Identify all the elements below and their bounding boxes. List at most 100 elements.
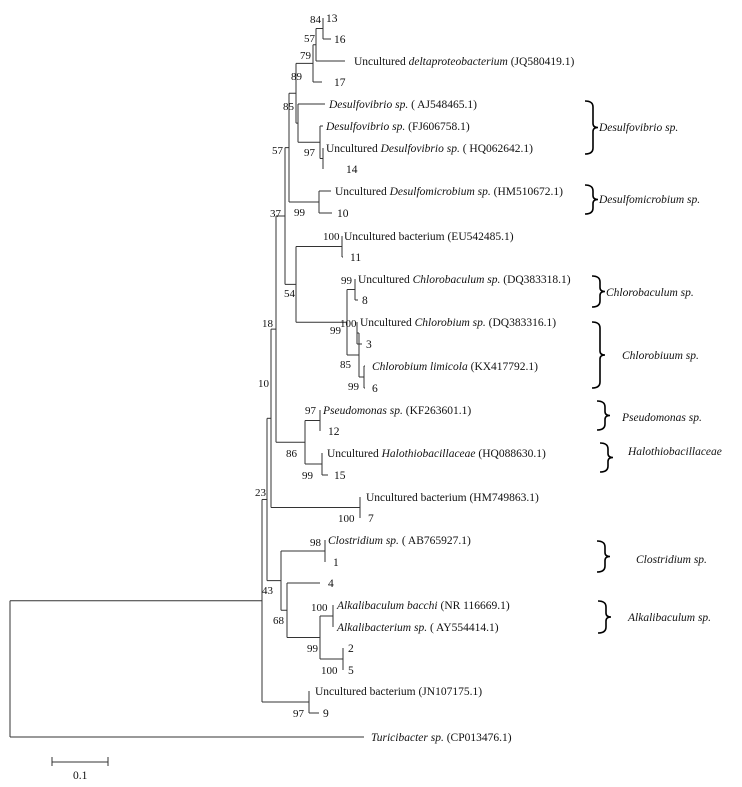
leaf-label-segment: (CP013476.1) [444, 732, 512, 744]
leaf-label-segment: Uncultured [360, 317, 415, 329]
leaf-label-segment: 13 [326, 13, 338, 25]
clade-label: Chlorobiuum sp. [622, 350, 699, 362]
leaf-label-segment: 11 [350, 252, 361, 264]
leaf-label: Alkalibacterium sp. ( AY554414.1) [336, 622, 499, 634]
leaf-label: 4 [328, 578, 334, 590]
leaf-label-segment: Desulfovibrio sp. [325, 121, 405, 133]
bootstrap-value: 89 [291, 71, 303, 83]
leaf-label-segment: 17 [334, 77, 346, 89]
leaf-label: 12 [328, 426, 340, 438]
leaf-label: Uncultured bacterium (JN107175.1) [315, 686, 482, 698]
leaf-label-segment: deltaproteobacterium [409, 56, 508, 68]
leaf-label-segment: 8 [362, 295, 368, 307]
leaf-label: Chlorobium limicola (KX417792.1) [372, 361, 538, 373]
bootstrap-value: 98 [310, 537, 322, 549]
leaf-label: 9 [323, 708, 329, 720]
clade-brace [591, 275, 606, 308]
leaf-label-segment: ( HQ062642.1) [460, 143, 533, 155]
leaf-label: Clostridium sp. ( AB765927.1) [328, 535, 471, 547]
clade-brace [596, 540, 611, 573]
leaf-label: 5 [348, 665, 354, 677]
leaf-label: Desulfovibrio sp. (FJ606758.1) [325, 121, 470, 133]
leaf-label: 13 [326, 13, 338, 25]
leaf-label-segment: ( AJ548465.1) [408, 99, 477, 111]
clade-brace [584, 100, 599, 155]
clade-label: Desulfomicrobium sp. [598, 194, 700, 206]
leaf-label-segment: Uncultured [354, 56, 409, 68]
bootstrap-value: 97 [304, 147, 316, 159]
leaf-label-segment: (DQ383316.1) [486, 317, 556, 329]
bootstrap-value: 97 [305, 405, 317, 417]
bootstrap-value: 37 [270, 208, 282, 220]
bootstrap-value: 100 [321, 665, 338, 677]
bootstrap-value: 57 [304, 33, 316, 45]
leaf-label: Uncultured Desulfovibrio sp. ( HQ062642.… [326, 143, 533, 155]
leaf-label-segment: Alkalibacterium sp. [336, 622, 427, 634]
leaf-label-segment: Uncultured [335, 186, 390, 198]
leaf-label: 1 [333, 557, 339, 569]
leaf-label-segment: 5 [348, 665, 354, 677]
leaf-label-segment: (DQ383318.1) [500, 274, 570, 286]
leaf-label: 16 [334, 34, 346, 46]
leaf-label: 10 [337, 208, 349, 220]
leaf-label-segment: Uncultured [326, 143, 381, 155]
leaf-label: 3 [366, 339, 372, 351]
leaf-label: 17 [334, 77, 346, 89]
leaf-label: 8 [362, 295, 368, 307]
bootstrap-value: 100 [340, 318, 357, 330]
leaf-label: Desulfovibrio sp. ( AJ548465.1) [328, 99, 477, 111]
leaf-label: Alkalibaculum bacchi (NR 116669.1) [336, 600, 510, 612]
leaf-label: Turicibacter sp. (CP013476.1) [371, 732, 512, 744]
leaf-label: Uncultured bacterium (EU542485.1) [344, 231, 514, 243]
bootstrap-value: 85 [340, 359, 352, 371]
leaf-label-segment: (KX417792.1) [468, 361, 538, 373]
leaf-label-segment: 1 [333, 557, 339, 569]
leaf-label-segment: (FJ606758.1) [405, 121, 470, 133]
leaf-label-segment: 7 [368, 513, 374, 525]
leaf-label: Uncultured deltaproteobacterium (JQ58041… [354, 56, 574, 68]
bootstrap-value: 57 [272, 145, 284, 157]
leaf-label-segment: Alkalibaculum bacchi [336, 600, 438, 612]
bootstrap-value: 99 [330, 325, 342, 337]
clade-label: Alkalibaculum sp. [627, 612, 711, 624]
bootstrap-value: 23 [255, 487, 267, 499]
clade-label: Clostridium sp. [636, 554, 707, 566]
scale-bar-label: 0.1 [73, 770, 88, 782]
leaf-label: Uncultured Chlorobium sp. (DQ383316.1) [360, 317, 556, 329]
clade-brace [596, 400, 611, 431]
clade-brace [584, 184, 599, 215]
leaf-label-segment: 12 [328, 426, 340, 438]
leaf-label-segment: (HM510672.1) [491, 186, 563, 198]
leaf-label-segment: 3 [366, 339, 372, 351]
leaf-label-segment: (KF263601.1) [403, 405, 472, 417]
bootstrap-value: 84 [310, 14, 322, 26]
leaf-label-segment: 16 [334, 34, 346, 46]
leaf-label-segment: Chlorobium limicola [372, 361, 468, 373]
bootstrap-value: 99 [302, 470, 314, 482]
clade-label: Chlorobaculum sp. [606, 287, 694, 299]
clade-brace [597, 600, 612, 634]
leaf-label: Pseudomonas sp. (KF263601.1) [322, 405, 471, 417]
scale-bar: 0.1 [51, 757, 109, 782]
bootstrap-value: 99 [307, 643, 319, 655]
bootstrap-value: 97 [293, 708, 305, 720]
leaf-label-segment: 2 [348, 643, 354, 655]
leaf-label: 7 [368, 513, 374, 525]
leaf-label-segment: Clostridium sp. [328, 535, 399, 547]
leaf-label-segment: 14 [346, 164, 358, 176]
leaf-label-segment: Uncultured [327, 448, 382, 460]
clade-brace [599, 442, 614, 473]
leaf-label-segment: 9 [323, 708, 329, 720]
leaf-label-segment: ( AY554414.1) [427, 622, 499, 634]
leaf-label-segment: Uncultured bacterium (HM749863.1) [366, 492, 539, 504]
leaf-label-segment: Pseudomonas sp. [322, 405, 403, 417]
tree-branches [9, 18, 365, 738]
leaf-label-segment: ( AB765927.1) [399, 535, 471, 547]
bootstrap-value: 43 [262, 585, 274, 597]
bootstrap-value: 10 [258, 378, 270, 390]
leaf-label: 15 [334, 470, 346, 482]
leaf-label-segment: 10 [337, 208, 349, 220]
leaf-label: Uncultured Halothiobacillaceae (HQ088630… [327, 448, 546, 460]
bootstrap-value: 100 [338, 513, 355, 525]
leaf-label-segment: Desulfovibrio sp. [328, 99, 408, 111]
